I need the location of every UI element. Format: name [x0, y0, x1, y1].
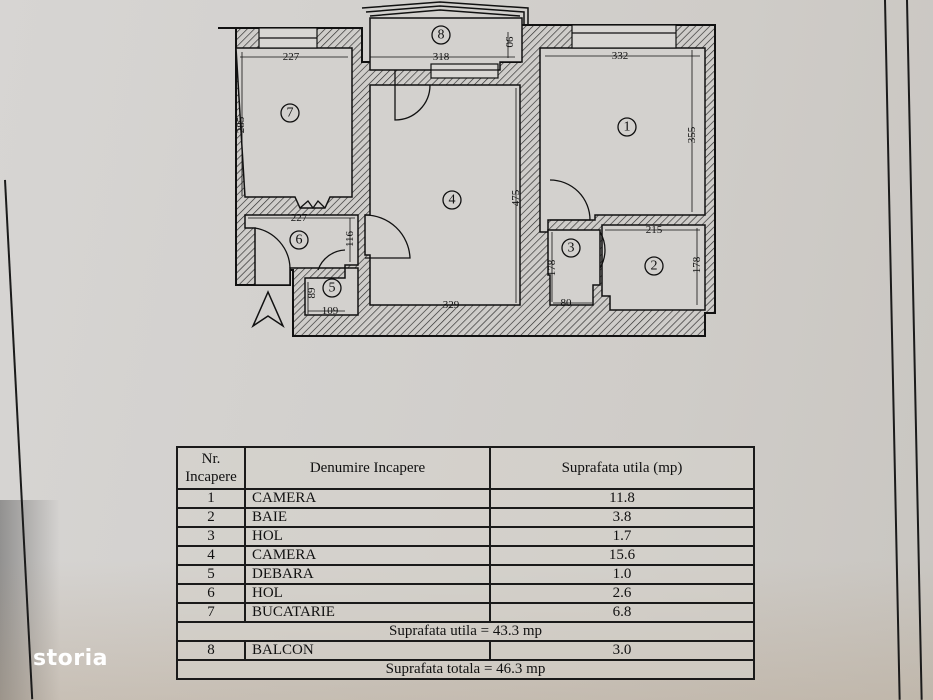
room-number-6: 6	[296, 233, 303, 248]
room-number-2: 2	[651, 259, 658, 274]
dim-room2-height: 178	[691, 256, 703, 273]
dim-room3-height: 178	[546, 259, 558, 276]
cell-name: BALCON	[244, 640, 491, 661]
cell-area: 6.8	[489, 602, 755, 623]
dim-room5-width: 109	[322, 305, 339, 317]
cell-nr: 3	[176, 526, 246, 547]
cell-area: 1.0	[489, 564, 755, 585]
subtotal-row: Suprafata utila = 43.3 mp	[176, 621, 755, 642]
table-row: 5 DEBARA 1.0	[176, 564, 755, 585]
passage-zigzag	[299, 199, 326, 210]
cell-area: 3.8	[489, 507, 755, 528]
room-1-area	[539, 47, 706, 233]
cell-name: HOL	[244, 526, 491, 547]
door-room5	[317, 249, 346, 271]
room-number-1: 1	[624, 120, 631, 135]
table-row: 1 CAMERA 11.8	[176, 488, 755, 509]
storia-logo: storia	[33, 646, 108, 671]
dim-room8-width: 318	[433, 51, 450, 63]
door-room2	[599, 231, 606, 269]
door-balcony	[394, 70, 431, 121]
windows	[258, 24, 677, 79]
dim-room4-height: 475	[510, 189, 522, 206]
table-row: 2 BAIE 3.8	[176, 507, 755, 528]
cell-nr: 8	[176, 640, 246, 661]
dim-room4-width: 329	[443, 299, 460, 311]
north-arrow-icon	[251, 290, 285, 329]
room-2-area	[601, 224, 706, 311]
cell-nr: 4	[176, 545, 246, 566]
dim-room2-width: 215	[646, 224, 663, 236]
room-number-3: 3	[568, 241, 575, 256]
total-cell: Suprafata totala = 46.3 mp	[176, 659, 755, 680]
dim-room5-height: 89	[306, 287, 318, 299]
table-header-row: Nr. Incapere Denumire Incapere Suprafata…	[176, 446, 755, 490]
room-5-area	[304, 267, 359, 316]
room-number-8: 8	[438, 28, 445, 43]
header-nr: Nr. Incapere	[176, 446, 246, 490]
table-row-balcony: 8 BALCON 3.0	[176, 640, 755, 661]
room-number-7: 7	[287, 106, 294, 121]
cell-area: 15.6	[489, 545, 755, 566]
cell-name: BUCATARIE	[244, 602, 491, 623]
table-row: 3 HOL 1.7	[176, 526, 755, 547]
dim-room1-width: 332	[612, 50, 629, 62]
dim-room7-width: 227	[283, 51, 300, 63]
cell-name: CAMERA	[244, 488, 491, 509]
room-3-area	[547, 229, 601, 306]
room-number-4: 4	[449, 193, 456, 208]
dim-room7-height: 285	[235, 116, 247, 133]
door-room1	[549, 179, 591, 221]
cell-nr: 5	[176, 564, 246, 585]
room-number-5: 5	[329, 281, 336, 296]
cell-area: 2.6	[489, 583, 755, 604]
dim-room8-depth: 90	[503, 37, 515, 49]
cell-name: CAMERA	[244, 545, 491, 566]
cell-nr: 6	[176, 583, 246, 604]
total-row: Suprafata totala = 46.3 mp	[176, 659, 755, 680]
dimension-labels: 227 285 318 90 332 355 475 329 227 116 8…	[235, 37, 703, 318]
cell-name: HOL	[244, 583, 491, 604]
dim-room1-height: 355	[686, 126, 698, 143]
cell-area: 11.8	[489, 488, 755, 509]
cell-nr: 7	[176, 602, 246, 623]
door-entrance	[254, 227, 291, 269]
dim-room6-width: 227	[291, 212, 308, 224]
table-row: 6 HOL 2.6	[176, 583, 755, 604]
header-name: Denumire Incapere	[244, 446, 491, 490]
cell-area: 3.0	[489, 640, 755, 661]
cell-nr: 2	[176, 507, 246, 528]
cell-name: DEBARA	[244, 564, 491, 585]
cell-nr: 1	[176, 488, 246, 509]
area-table: Nr. Incapere Denumire Incapere Suprafata…	[176, 446, 755, 680]
room-4-area	[364, 84, 521, 306]
balcony-railing	[361, 1, 529, 25]
subtotal-cell: Suprafata utila = 43.3 mp	[176, 621, 755, 642]
cell-name: BAIE	[244, 507, 491, 528]
room-labels	[280, 25, 664, 298]
header-area: Suprafata utila (mp)	[489, 446, 755, 490]
dimension-lines	[240, 32, 700, 314]
table-row: 4 CAMERA 15.6	[176, 545, 755, 566]
cell-area: 1.7	[489, 526, 755, 547]
dim-room6-depth: 116	[344, 230, 356, 247]
dim-room3-width: 80	[561, 297, 573, 309]
door-room4	[364, 214, 411, 259]
doors	[254, 70, 606, 271]
table-row: 7 BUCATARIE 6.8	[176, 602, 755, 623]
floor-plan: 227 285 318 90 332 355 475 329 227 116 8…	[218, 1, 716, 337]
room-7-area	[235, 47, 353, 209]
